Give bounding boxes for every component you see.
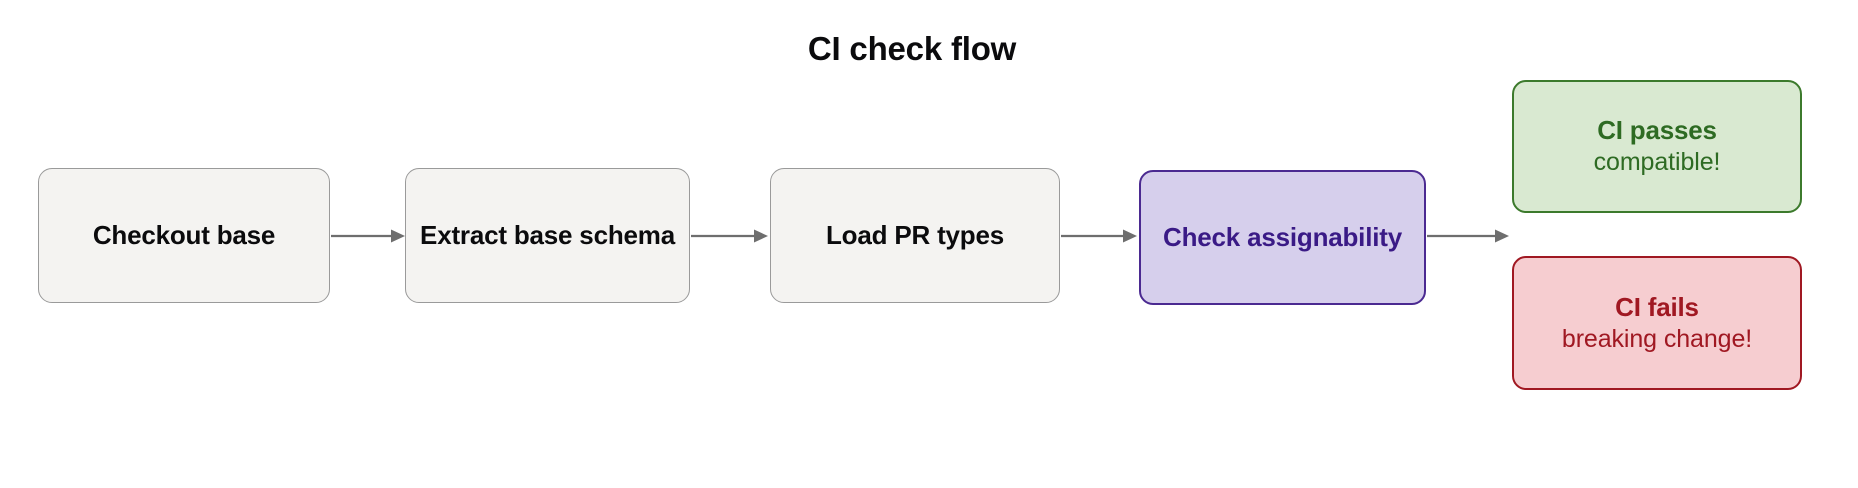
- node-checkout-base[interactable]: Checkout base: [38, 168, 330, 303]
- edge-checkout-base-to-extract-base-schema: [331, 226, 407, 246]
- node-ci-passes[interactable]: CI passes compatible!: [1512, 80, 1802, 213]
- node-ci-fails[interactable]: CI fails breaking change!: [1512, 256, 1802, 390]
- node-check-assignability[interactable]: Check assignability: [1139, 170, 1426, 305]
- node-sublabel: breaking change!: [1561, 324, 1753, 353]
- page-title: CI check flow: [807, 30, 1017, 67]
- edge-check-assignability-to-outcome: [1427, 226, 1512, 246]
- edge-load-pr-types-to-check-assignability: [1061, 226, 1139, 246]
- node-sublabel: compatible!: [1593, 148, 1721, 177]
- node-label: Check assignability: [1163, 221, 1402, 252]
- node-label: CI passes: [1597, 115, 1717, 146]
- node-label: CI fails: [1615, 291, 1699, 322]
- node-label: Extract base schema: [420, 219, 675, 250]
- node-load-pr-types[interactable]: Load PR types: [770, 168, 1060, 303]
- node-label: Load PR types: [826, 219, 1004, 250]
- node-extract-base-schema[interactable]: Extract base schema: [405, 168, 690, 303]
- edge-extract-base-schema-to-load-pr-types: [691, 226, 770, 246]
- node-label: Checkout base: [92, 219, 276, 250]
